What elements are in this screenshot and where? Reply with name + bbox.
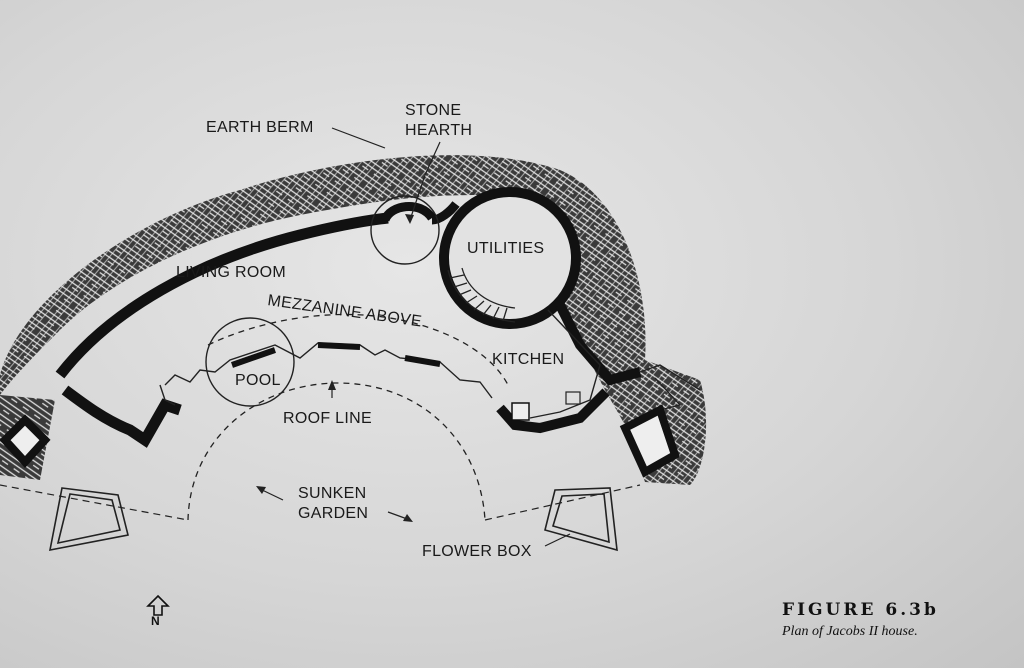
label-stone-hearth-line1: STONE [405,102,461,119]
label-living-room: LIVING ROOM [176,264,286,281]
label-pool: POOL [235,372,281,389]
label-stone-hearth-line2: HEARTH [405,122,472,139]
main-curved-wall [55,212,389,379]
north-arrow-icon [146,594,170,616]
utilities-room [439,187,581,329]
flower-box-left [48,487,129,552]
label-kitchen: KITCHEN [492,351,564,368]
mezzanine-line [207,313,509,386]
figure-description: Plan of Jacobs II house. [782,624,918,639]
stone-hearth [370,195,440,265]
left-window-box [0,414,51,468]
figure-number: FIGURE 6.3b [782,600,939,620]
label-roof-line: ROOF LINE [283,410,372,427]
north-letter: N [151,614,160,628]
kitchen-wall [555,302,642,386]
flower-box-right [544,487,618,552]
label-earth-berm: EARTH BERM [206,119,314,136]
right-annex-box [619,404,680,478]
label-sunken-line1: SUNKEN [298,485,366,502]
label-sunken-line2: GARDEN [298,505,368,522]
label-mezzanine-above: MEZZANINE ABOVE [266,292,422,330]
label-utilities: UTILITIES [467,240,544,257]
spiral-stair [447,267,516,323]
north-arrow: N [146,594,170,630]
pool [205,317,295,407]
roof-line [187,382,486,521]
figure-caption: FIGURE 6.3b Plan of Jacobs II house. [782,600,939,640]
label-flower-box: FLOWER BOX [422,543,532,560]
